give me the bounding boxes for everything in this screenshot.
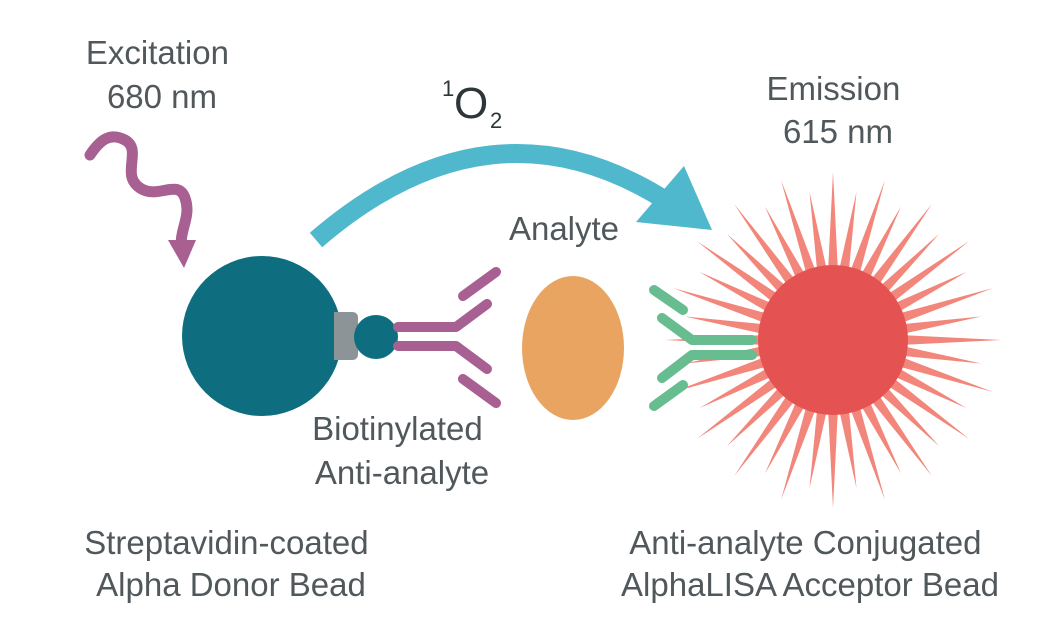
acceptor-ray [726, 233, 788, 295]
acceptor-bead-rays [665, 172, 1001, 508]
biotinylated-antibody-icon [393, 267, 501, 408]
acceptor-ray [828, 409, 838, 508]
acceptor-ray [892, 367, 967, 409]
acceptor-ray [781, 404, 817, 500]
emission-label: Emission 615 nm [766, 70, 909, 150]
acceptor-ray [849, 180, 885, 276]
acceptor-ray [699, 271, 774, 313]
donor-bead-label: Streptavidin-coated Alpha Donor Bead [84, 524, 378, 603]
acceptor-ray [860, 206, 902, 281]
biotinylated-label: Biotinylated Anti-analyte [312, 410, 492, 491]
acceptor-ray [901, 316, 982, 334]
acceptor-ray [897, 288, 993, 324]
acceptor-ray [886, 377, 969, 439]
acceptor-ray [839, 191, 857, 272]
acceptor-ray [892, 271, 967, 313]
acceptor-ray [734, 204, 796, 287]
acceptor-ray [809, 408, 827, 489]
acceptor-bead [758, 265, 908, 415]
curved-arrow-icon [309, 143, 712, 248]
acceptor-ray [673, 356, 769, 392]
acceptor-ray [809, 191, 827, 272]
donor-bead [182, 256, 342, 416]
acceptor-ray [878, 233, 940, 295]
streptavidin-linker [334, 312, 358, 360]
acceptor-ray [673, 288, 769, 324]
acceptor-antibody-icon [649, 285, 757, 411]
acceptor-ray [839, 408, 857, 489]
singlet-oxygen-label: 1 O 2 [442, 76, 502, 133]
acceptor-ray [699, 367, 774, 409]
acceptor-ray [764, 206, 806, 281]
acceptor-ray [902, 335, 1001, 345]
excitation-label: Excitation 680 nm [86, 34, 238, 115]
acceptor-ray [901, 346, 982, 364]
acceptor-ray [870, 393, 932, 476]
acceptor-ray [878, 385, 940, 447]
acceptor-ray [764, 399, 806, 474]
acceptor-ray [897, 356, 993, 392]
acceptor-ray [886, 241, 969, 303]
acceptor-ray [781, 180, 817, 276]
acceptor-ray [860, 399, 902, 474]
analyte-shape [522, 276, 624, 420]
analyte-label: Analyte [509, 210, 619, 247]
acceptor-ray [697, 377, 780, 439]
acceptor-ray [849, 404, 885, 500]
acceptor-bead-label: Anti-analyte Conjugated AlphaLISA Accept… [621, 524, 999, 603]
acceptor-ray [697, 241, 780, 303]
acceptor-ray [734, 393, 796, 476]
acceptor-ray [870, 204, 932, 287]
acceptor-ray [726, 385, 788, 447]
wavy-arrow-icon [84, 131, 196, 268]
acceptor-ray [828, 172, 838, 271]
biotin [354, 315, 398, 359]
acceptor-ray [684, 316, 765, 334]
